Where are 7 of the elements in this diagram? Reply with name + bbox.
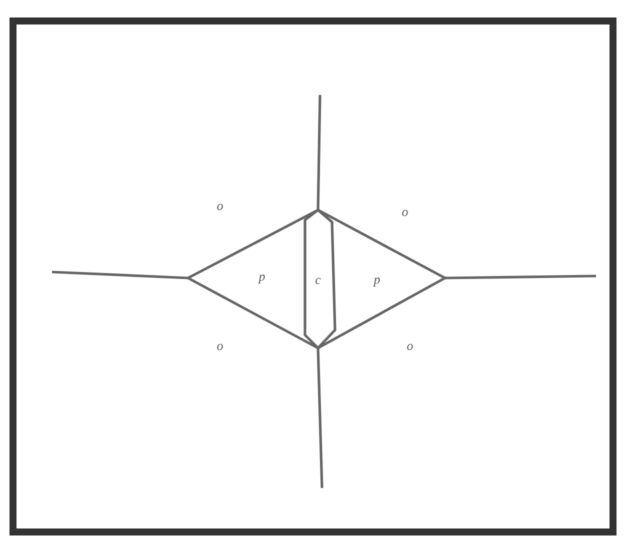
region-label: p (372, 278, 380, 286)
region-label: o (217, 204, 223, 210)
region-label: o (402, 210, 408, 216)
region-label: o (407, 344, 413, 350)
region-label: c (316, 278, 321, 284)
region-label: p (258, 274, 265, 284)
region-label: o (217, 344, 223, 350)
